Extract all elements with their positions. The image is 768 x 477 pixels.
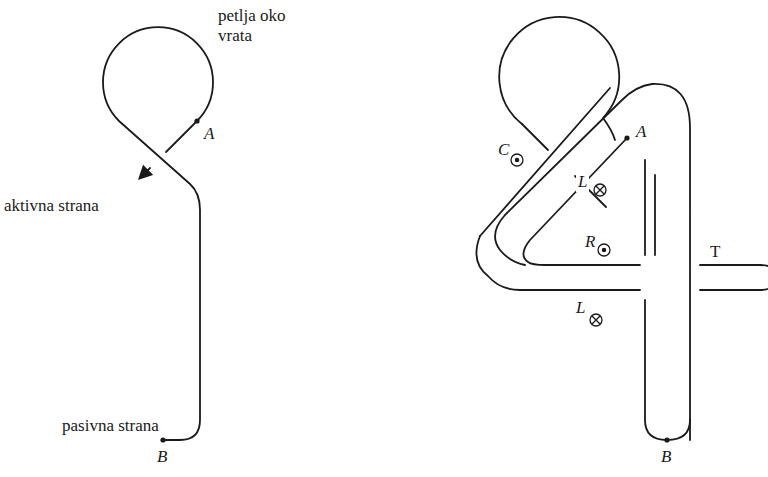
active-end-arrow bbox=[140, 168, 150, 178]
active-end bbox=[166, 121, 197, 152]
point-label: A bbox=[634, 122, 648, 142]
point-b-dot bbox=[664, 437, 669, 442]
point-label: R bbox=[583, 232, 597, 252]
point-a-dot bbox=[194, 118, 199, 123]
band-outer bbox=[495, 84, 690, 440]
band-outer-low bbox=[476, 236, 640, 290]
band-inner bbox=[523, 138, 640, 265]
into-page-symbol bbox=[594, 184, 606, 196]
strand-diagonal bbox=[522, 124, 548, 150]
region-label: aktivna strana bbox=[4, 196, 99, 216]
into-page-symbol bbox=[590, 314, 602, 326]
band-top-edge bbox=[480, 88, 610, 236]
region-label: petlja oko vrata bbox=[218, 6, 302, 45]
point-label: L bbox=[576, 172, 589, 192]
point-a-dot bbox=[624, 135, 629, 140]
point-label: B bbox=[661, 447, 671, 467]
out-of-page-symbol bbox=[598, 244, 610, 256]
point-label: T bbox=[708, 242, 722, 262]
point-b-dot bbox=[160, 437, 165, 442]
point-label: C bbox=[498, 140, 509, 160]
passive-strand-low bbox=[645, 300, 690, 440]
band-bottom-right bbox=[700, 265, 768, 290]
region-label: pasivna strana bbox=[62, 416, 159, 436]
strand-under bbox=[654, 175, 656, 255]
neck-loop bbox=[103, 27, 213, 440]
point-label: L bbox=[574, 298, 587, 318]
out-of-page-symbol bbox=[511, 154, 523, 166]
passive-strand bbox=[644, 160, 646, 255]
point-label: B bbox=[157, 447, 167, 467]
point-label: A bbox=[204, 124, 214, 144]
